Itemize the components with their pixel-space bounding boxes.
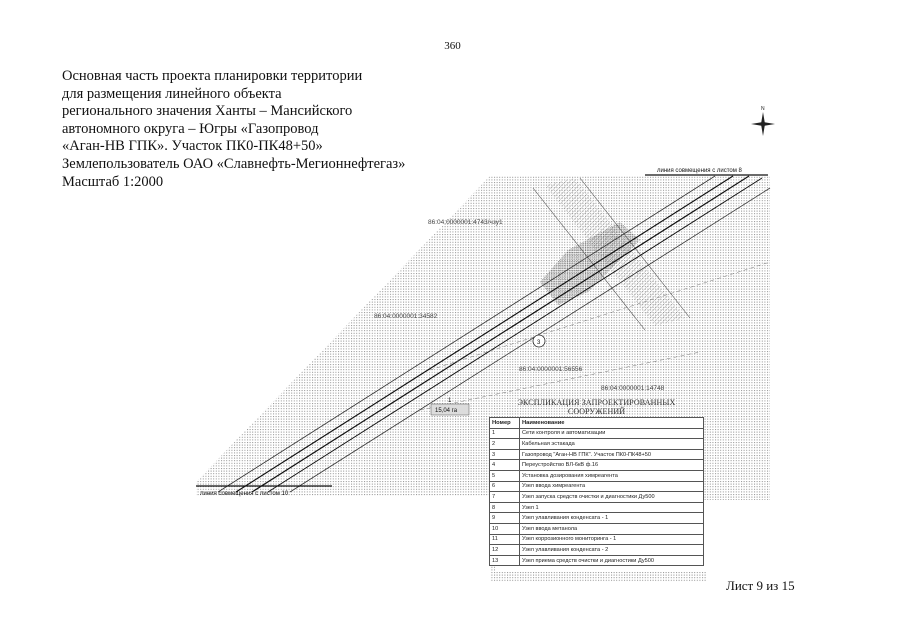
corridor-boundary (217, 175, 716, 493)
row-name: Узел улавливания конденсата - 2 (519, 544, 704, 556)
parcel-label: 86:04:0000001:56556 (519, 366, 583, 373)
row-name: Газопровод "Аган-НВ ГПК". Участок ПК0-ПК… (519, 448, 704, 461)
row-name: Установка дозирования химреагента (519, 469, 704, 482)
parcel-label: 86:04:0000001:34582 (374, 313, 438, 320)
north-label: N (761, 106, 765, 112)
match-line-top-label: линия совмещения с листом 8 (657, 168, 743, 174)
pipeline-line (267, 177, 763, 493)
row-number: 13 (489, 554, 520, 567)
title-line: Землепользователь ОАО «Славнефть-Мегионн… (62, 155, 406, 172)
row-name: Узел коррозионного мониторинга - 1 (519, 533, 704, 546)
explication-legend: ЭКСПЛИКАЦИЯ ЗАПРОЕКТИРОВАННЫХ СООРУЖЕНИЙ… (489, 398, 704, 567)
row-name: Кабельная эстакада (519, 438, 704, 450)
area-number: 1 (448, 398, 452, 404)
legend-header-number: Номер (489, 417, 520, 429)
guide-line (419, 351, 701, 411)
row-number: 9 (489, 512, 520, 524)
page-number: 360 (444, 40, 461, 52)
area-label-box (430, 403, 470, 416)
structure-marker-number: 3 (537, 340, 541, 346)
row-number: 8 (489, 501, 520, 514)
match-line-bottom-label: линия совмещения с листом 10 (200, 491, 289, 497)
legend-header-row: Номер Наименование (489, 417, 704, 429)
title-line: Масштаб 1:2000 (62, 173, 164, 190)
row-name: Сети контроля и автоматизации (519, 427, 704, 440)
structure-marker-circle (532, 334, 546, 348)
row-name: Узел 1 (519, 501, 704, 514)
row-number: 2 (489, 438, 520, 450)
row-number: 6 (489, 480, 520, 493)
title-block: Основная часть проекта планировки террит… (62, 68, 482, 191)
row-name: Узел запуска средств очистки и диагности… (519, 491, 704, 503)
legend-header-name: Наименование (519, 417, 704, 429)
row-name: Переустройство ВЛ-6кВ ф.16 (519, 459, 704, 471)
row-number: 12 (489, 544, 520, 556)
title-line: «Аган-НВ ГПК». Участок ПК0-ПК48+50» (62, 138, 323, 155)
corridor-boundary (289, 187, 771, 493)
title-line: регионального значения Ханты – Мансийско… (62, 103, 353, 120)
title-line: автономного округа – Югры «Газопровод (62, 120, 319, 137)
north-arrow-icon: N (751, 106, 775, 136)
row-name: Узел улавливания конденсата - 1 (519, 512, 704, 524)
row-name: Узел ввода метанола (519, 522, 704, 535)
row-number: 3 (489, 448, 520, 461)
row-name: Узел ввода химреагента (519, 480, 704, 493)
sheet-number: Лист 9 из 15 (726, 578, 795, 593)
row-number: 7 (489, 491, 520, 503)
area-value: 15,04 га (435, 408, 458, 414)
dense-strip (540, 222, 640, 305)
guide-line (429, 261, 771, 371)
legend-title: ЭКСПЛИКАЦИЯ ЗАПРОЕКТИРОВАННЫХ СООРУЖЕНИЙ (517, 398, 676, 416)
row-number: 4 (489, 459, 520, 471)
pipeline-line (235, 175, 734, 493)
title-line: для размещения линейного объекта (62, 85, 282, 102)
row-number: 1 (489, 427, 520, 440)
row-number: 10 (489, 522, 520, 535)
parcel-label: 86:04:0000001:14748 (601, 385, 665, 392)
pipeline-line (251, 175, 750, 493)
row-name: Узел приема средств очистки и диагностик… (519, 554, 704, 567)
title-line: Основная часть проекта планировки террит… (62, 68, 363, 84)
row-number: 5 (489, 469, 520, 482)
row-number: 11 (489, 533, 520, 546)
parcel-label: 86:04:0000001:4743/чзу1 (428, 219, 503, 226)
